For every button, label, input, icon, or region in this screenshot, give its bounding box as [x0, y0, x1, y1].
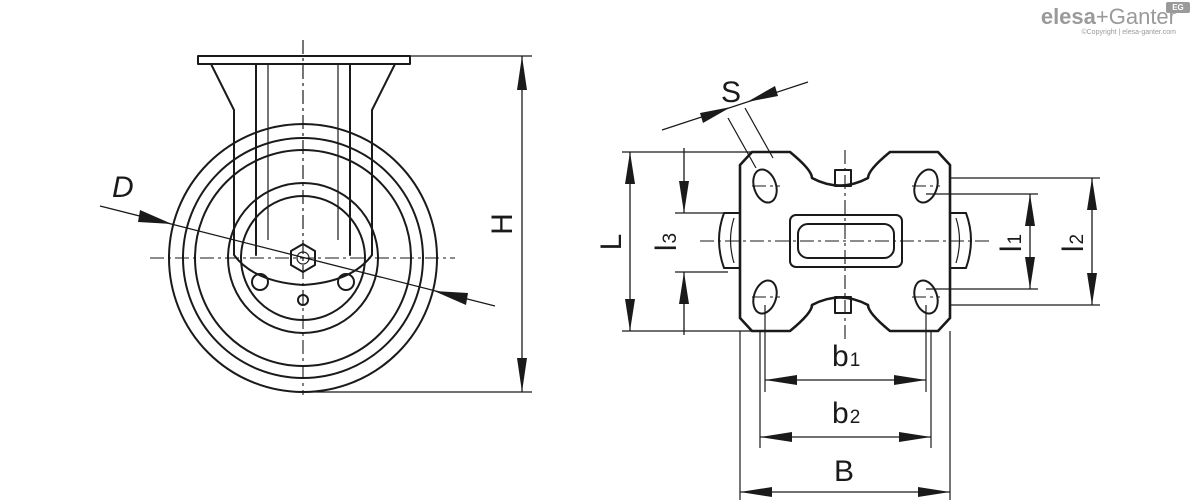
- l2-arrow-top: [1087, 178, 1097, 210]
- brand-name-part1: elesa: [1040, 4, 1096, 29]
- bottom-rivet: [834, 296, 852, 314]
- l2-arrow-bottom: [1087, 273, 1097, 305]
- b1-arrow-left: [765, 375, 797, 385]
- axle-center: [296, 251, 310, 265]
- S-dimension-line: [661, 81, 809, 131]
- L-arrow-bottom: [625, 299, 635, 331]
- hole-top-right: [913, 168, 939, 204]
- B-label: B: [834, 455, 854, 488]
- b1-arrow-right: [894, 375, 926, 385]
- left-bolt-circle: [251, 273, 269, 291]
- axle-nut-hexagon: [290, 243, 316, 273]
- S-extension-left: [727, 117, 757, 169]
- H-arrow-top: [517, 56, 527, 90]
- brand-copyright: ©Copyright | elesa-ganter.com: [1081, 29, 1176, 36]
- l3-arrow-bottom: [679, 272, 689, 304]
- B-arrow-right: [918, 487, 950, 497]
- l1-arrow-top: [1025, 194, 1035, 226]
- hole-top-left: [752, 168, 778, 204]
- top-rivet: [834, 169, 852, 187]
- side-view: H D: [99, 40, 532, 395]
- brand-logo: EG elesa+Ganter ©Copyright | elesa-gante…: [1041, 2, 1190, 36]
- B-arrow-left: [740, 487, 772, 497]
- D-arrow-left: [138, 210, 172, 224]
- b2-arrow-left: [760, 432, 792, 442]
- l3-arrow-top: [679, 181, 689, 213]
- brand-name: elesa+Ganter: [1041, 6, 1176, 28]
- hole-bottom-left: [752, 279, 778, 315]
- D-label: D: [112, 171, 134, 204]
- hole-bottom-right: [913, 279, 939, 315]
- brand-name-part2: +Ganter: [1095, 4, 1176, 29]
- wheel-right-inner: [955, 217, 961, 264]
- l3-label: l3: [650, 233, 683, 251]
- S-arrow-right: [747, 86, 778, 102]
- top-view: L l3 l1 l2 S b1: [595, 76, 1100, 500]
- l1-label: l1: [995, 234, 1028, 252]
- wheel-right-bulge: [949, 212, 972, 269]
- brand-badge: EG: [1166, 2, 1190, 13]
- L-arrow-top: [625, 152, 635, 184]
- l1-arrow-bottom: [1025, 257, 1035, 289]
- grease-nipple: [297, 294, 309, 306]
- L-label: L: [595, 234, 628, 251]
- H-label: H: [486, 213, 519, 235]
- S-label: S: [721, 76, 741, 109]
- b1-label: b1: [832, 340, 860, 373]
- right-bolt-circle: [337, 273, 355, 291]
- wheel-left-inner: [729, 217, 735, 264]
- D-arrow-right: [434, 291, 468, 305]
- l2-label: l2: [1057, 234, 1090, 252]
- tyre-inner-circle: [182, 137, 424, 379]
- H-arrow-bottom: [517, 358, 527, 392]
- S-arrow-left: [700, 107, 731, 123]
- b2-label: b2: [832, 397, 860, 430]
- b2-arrow-right: [899, 432, 931, 442]
- S-extension-right: [744, 107, 774, 159]
- mounting-plate: [738, 150, 952, 333]
